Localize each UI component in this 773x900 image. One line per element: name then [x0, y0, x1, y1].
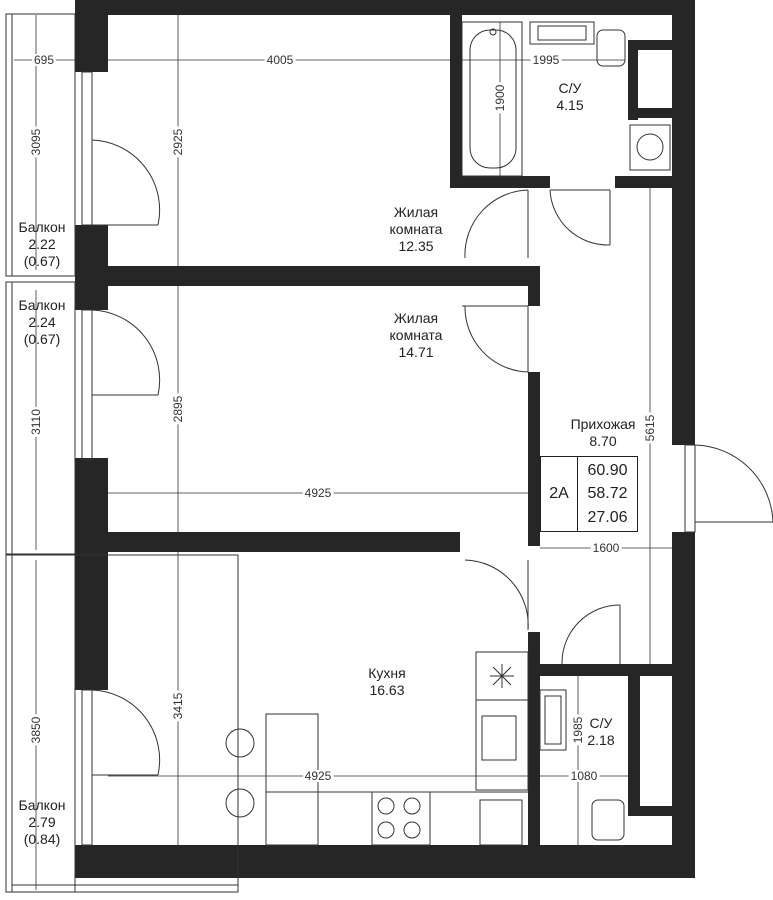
room-label-living1: Жилая комната 12.35: [390, 204, 443, 254]
room-label-living2: Жилая комната 14.71: [390, 310, 443, 360]
dim-bath1-depth: 1900: [493, 82, 507, 114]
dim-kitchen-depth: 3415: [171, 690, 185, 722]
room-name: С/У: [589, 715, 613, 732]
dim-bath2-width: 1080: [568, 769, 600, 783]
room-area: 2.22: [28, 235, 56, 252]
room-label-balcony1: Балкон 2.22 (0.67): [19, 219, 66, 269]
room-area: 8.70: [589, 433, 617, 449]
room-name: Балкон: [18, 296, 66, 313]
room-name: С/У: [558, 80, 582, 97]
apartment-areas: 60.90 58.72 27.06: [578, 457, 637, 531]
dim-kitchen-width: 4925: [302, 769, 334, 783]
room-area-reduced: (0.84): [23, 830, 61, 847]
room-label-bath1: С/У 4.15: [556, 80, 583, 114]
dim-balcony-width: 695: [31, 53, 57, 67]
room-name: Кухня: [368, 665, 406, 682]
room-label-bath2: С/У 2.18: [587, 715, 614, 749]
dim-hall-width: 1600: [590, 541, 622, 555]
room-label-balcony3: Балкон 2.79 (0.84): [19, 797, 66, 847]
walls: [75, 0, 695, 878]
room-area-reduced: (0.67): [23, 252, 61, 269]
dim-balcony3-length: 3850: [29, 714, 43, 746]
room-label-balcony2: Балкон 2.24 (0.67): [19, 297, 66, 347]
dim-balcony2-length: 3110: [29, 407, 43, 437]
room-name-line2: комната: [389, 326, 443, 343]
room-name: Балкон: [18, 796, 66, 813]
room-name: Прихожая: [570, 416, 636, 433]
total-area: 60.90: [587, 462, 628, 480]
room-label-hall: Прихожая 8.70: [571, 416, 636, 450]
living-area: 27.06: [587, 508, 628, 526]
dim-room2-depth: 2895: [171, 393, 185, 425]
dim-room1-width: 4005: [264, 53, 296, 67]
room-label-kitchen: Кухня 16.63: [368, 665, 405, 699]
room-area: 14.71: [398, 343, 434, 360]
dim-bath2-depth: 1985: [571, 714, 585, 746]
room-area: 16.63: [369, 682, 405, 698]
room-area: 2.18: [587, 732, 615, 748]
room-name-line1: Жилая: [393, 203, 439, 220]
apartment-type: 2А: [541, 457, 578, 531]
room-area: 2.79: [28, 813, 56, 830]
dimension-lines: [14, 15, 672, 890]
dim-balcony1-length: 3095: [29, 126, 43, 158]
balconies: [5, 13, 239, 893]
room-name-line2: комната: [389, 220, 443, 237]
room-name: Балкон: [18, 218, 66, 235]
apartment-badge: 2А 60.90 58.72 27.06: [540, 456, 638, 532]
area-no-balconies: 58.72: [587, 485, 628, 503]
room-area: 2.24: [28, 313, 56, 330]
dim-bath1-width: 1995: [530, 53, 562, 67]
dim-room1-depth: 2925: [171, 126, 185, 158]
room-area: 12.35: [398, 237, 434, 254]
dim-room2-width: 4925: [302, 486, 334, 500]
room-area-reduced: (0.67): [23, 330, 61, 347]
doors-windows: [81, 71, 773, 846]
room-name-line1: Жилая: [393, 309, 439, 326]
room-area: 4.15: [556, 97, 584, 113]
dim-hall-length: 5615: [643, 412, 657, 444]
